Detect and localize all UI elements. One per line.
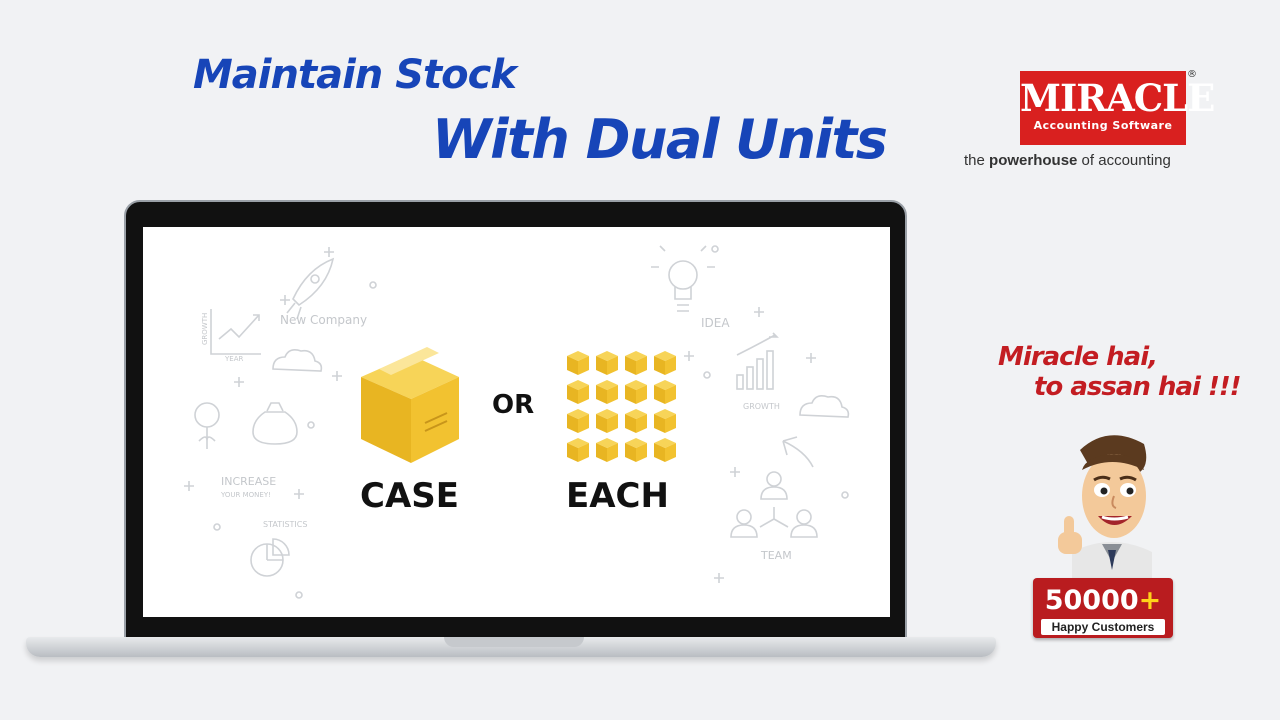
screen-illustration: New Company GROWTH YEAR INCREASE YOUR MO… <box>184 245 850 599</box>
doodle-year-axis: YEAR <box>224 355 243 363</box>
slogan-line2: to assan hai !!! <box>1034 372 1242 402</box>
rupee-arrow-icon <box>782 436 814 468</box>
logo-tagline: the powerhouse of accounting <box>964 152 1171 169</box>
laptop-notch <box>444 637 584 647</box>
badge-plus: + <box>1138 585 1162 616</box>
each-box-icon <box>654 351 676 375</box>
light-bulb-icon <box>651 245 715 312</box>
money-bag-icon <box>252 402 298 445</box>
mascot-thumbs-up-icon <box>1058 435 1152 582</box>
each-box-icon <box>596 438 618 462</box>
tagline-pre: the <box>964 152 990 169</box>
logo-subtitle: Accounting Software <box>1033 119 1173 132</box>
laptop-base <box>26 637 996 657</box>
pie-chart-icon <box>250 538 290 577</box>
badge-caption: Happy Customers <box>1041 619 1165 635</box>
each-box-icon <box>596 380 618 404</box>
customers-badge: 50000+ Happy Customers <box>1033 578 1173 638</box>
sparkle-icons <box>184 247 816 583</box>
cloud-icon <box>272 349 323 372</box>
doodle-idea: IDEA <box>701 316 730 330</box>
dot-icons <box>213 245 849 599</box>
team-icon <box>730 471 818 538</box>
rocket-icon <box>286 257 335 320</box>
headline-line1: Maintain Stock <box>193 52 517 98</box>
doodle-team: TEAM <box>760 549 792 562</box>
rupee-plant-icon <box>194 402 220 449</box>
miracle-logo: MIRACLE Accounting Software <box>1020 71 1215 145</box>
each-box-icon <box>654 409 676 433</box>
each-box-icon <box>567 351 589 375</box>
each-box-icon <box>567 380 589 404</box>
each-box-icon <box>567 409 589 433</box>
or-label: OR <box>492 390 535 420</box>
registered-mark: ® <box>1187 69 1197 80</box>
each-box-icon <box>625 351 647 375</box>
each-box-icon <box>625 409 647 433</box>
case-box-icon <box>361 347 459 463</box>
each-box-icon <box>567 438 589 462</box>
doodle-increase: INCREASE <box>221 475 276 488</box>
each-box-icon <box>596 351 618 375</box>
each-box-icon <box>625 438 647 462</box>
each-box-icon <box>625 380 647 404</box>
slogan-line1: Miracle hai, <box>998 342 1158 372</box>
each-boxes-grid <box>567 351 676 462</box>
logo-word: MIRACLE <box>1020 76 1215 120</box>
each-box-icon <box>654 380 676 404</box>
doodle-growth: GROWTH <box>743 402 780 411</box>
each-label: EACH <box>566 476 669 516</box>
growth-chart-icon <box>210 309 261 355</box>
doodle-new-company: New Company <box>280 313 367 327</box>
doodle-your-money: YOUR MONEY! <box>220 491 271 499</box>
badge-number-line: 50000+ <box>1033 585 1173 616</box>
doodle-statistics: STATISTICS <box>263 520 307 529</box>
cloud-icon <box>799 395 850 418</box>
tagline-post: of accounting <box>1077 152 1171 169</box>
headline-line2: With Dual Units <box>432 108 888 171</box>
bar-chart-icon <box>736 332 779 390</box>
tagline-bold: powerhouse <box>989 152 1078 169</box>
each-box-icon <box>596 409 618 433</box>
case-label: CASE <box>360 476 459 516</box>
doodle-growth-axis: GROWTH <box>201 313 209 345</box>
each-box-icon <box>654 438 676 462</box>
badge-number: 50000 <box>1044 585 1139 616</box>
